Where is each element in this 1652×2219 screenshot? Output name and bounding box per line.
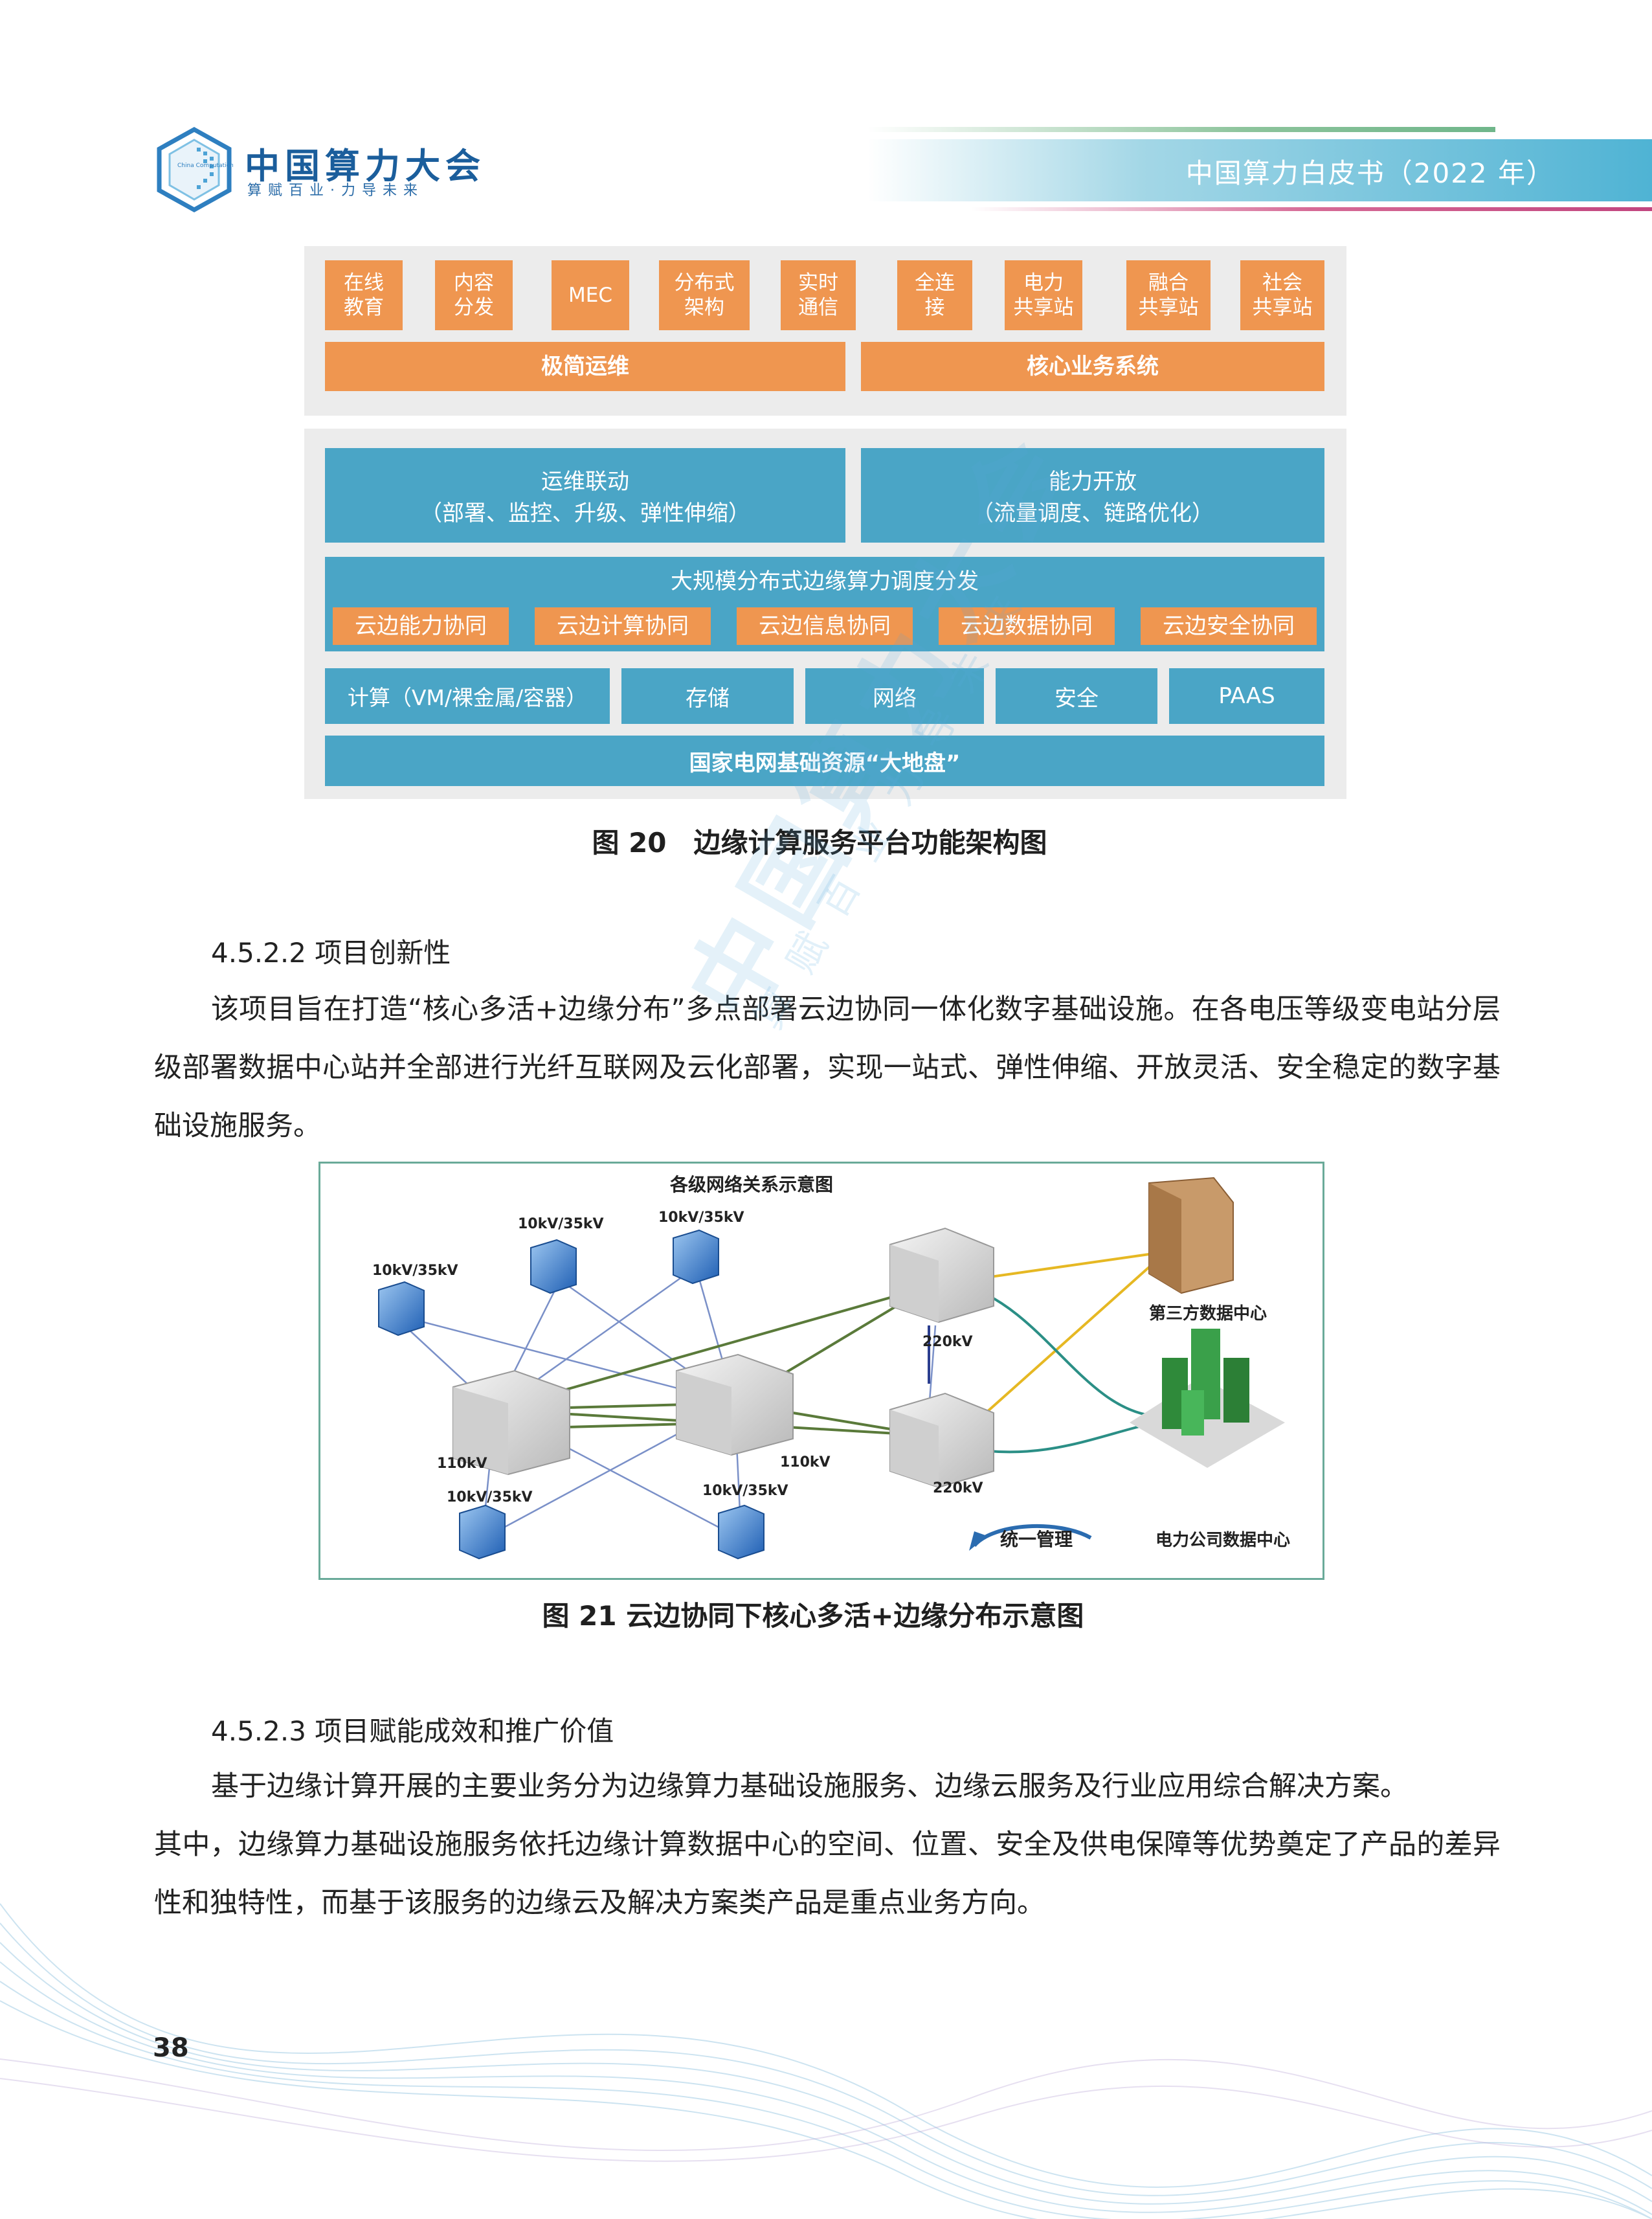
core-business-bar: 核心业务系统 (861, 342, 1324, 391)
collab-box-2: 云边计算协同 (535, 607, 711, 645)
label-10kv-c: 10kV/35kV (658, 1210, 744, 1226)
ops-linkage-detail: （部署、监控、升级、弹性伸缩） (420, 501, 750, 526)
figure21-caption: 图 21 云边协同下核心多活+边缘分布示意图 (542, 1600, 1084, 1632)
app-box-7: 电力 共享站 (1005, 260, 1082, 330)
substation-icon-b (530, 1239, 577, 1294)
server-building-220kv-bottom (889, 1392, 994, 1489)
header-accent-line (867, 127, 1495, 132)
label-110kv-b: 110kV (780, 1454, 831, 1470)
diagram-title: 各级网络关系示意图 (669, 1174, 833, 1195)
unified-management-arrowhead-icon (969, 1531, 987, 1551)
conference-logo-icon: China Computational Power Conference (157, 127, 233, 212)
label-220kv-b: 220kV (933, 1480, 983, 1496)
resource-box-5: PAAS (1169, 668, 1324, 724)
label-10kv-b: 10kV/35kV (518, 1216, 604, 1232)
logo-subtitle: 算赋百业·力导未来 (247, 183, 424, 199)
decorative-wave-icon (0, 1903, 1652, 2219)
section-4523-paragraph-2: 其中，边缘算力基础设施服务依托边缘计算数据中心的空间、位置、安全及供电保障等优势… (154, 1829, 1501, 1919)
substation-icon-a (378, 1281, 425, 1336)
capability-open-detail: （流量调度、链路优化） (972, 501, 1214, 526)
capability-open-box: 能力开放 （流量调度、链路优化） (861, 448, 1324, 543)
collab-box-5: 云边安全协同 (1141, 607, 1317, 645)
label-unified-management: 统一管理 (1000, 1529, 1073, 1550)
app-box-2: 内容 分发 (435, 260, 513, 330)
ops-bar: 极简运维 (325, 342, 845, 391)
third-party-links (966, 1253, 1150, 1430)
document-title: 中国算力白皮书（2022 年） (1185, 157, 1555, 189)
ops-linkage-box: 运维联动 （部署、监控、升级、弹性伸缩） (325, 448, 845, 543)
resource-box-4: 安全 (996, 668, 1157, 724)
header-accent-line-pink (971, 207, 1652, 211)
figure20-caption: 图 20 边缘计算服务平台功能架构图 (592, 827, 1047, 859)
substation-icon-c (673, 1229, 719, 1285)
page-number: 38 (153, 2033, 189, 2063)
section-4523-paragraph-1: 基于边缘计算开展的主要业务分为边缘算力基础设施服务、边缘云服务及行业应用综合解决… (211, 1770, 1408, 1803)
substation-icon-d (459, 1504, 506, 1560)
section-4522-heading: 4.5.2.2 项目创新性 (211, 937, 451, 969)
resource-box-1: 计算（VM/裸金属/容器） (325, 668, 610, 724)
app-box-1: 在线 教育 (325, 260, 403, 330)
app-box-9: 社会 共享站 (1240, 260, 1324, 330)
app-box-5: 实时 通信 (781, 260, 856, 330)
network-diagram-svg: 各级网络关系示意图 10kV/35kV 10kV/35kV 10kV/35kV … (372, 1174, 1290, 1560)
power-dc-green-buildings-icon (1130, 1329, 1285, 1468)
server-building-110kv-center (676, 1353, 794, 1456)
section-4523-heading: 4.5.2.3 项目赋能成效和推广价值 (211, 1715, 614, 1747)
header-band (867, 139, 1652, 201)
label-10kv-d: 10kV/35kV (447, 1489, 533, 1505)
app-box-4: 分布式 架构 (659, 260, 750, 330)
label-10kv-e: 10kV/35kV (702, 1483, 788, 1499)
substation-icon-e (718, 1504, 765, 1560)
resource-box-2: 存储 (621, 668, 794, 724)
section-4522-paragraph: 该项目旨在打造“核心多活+边缘分布”多点部署云边协同一体化数字基础设施。在各电压… (154, 993, 1501, 1142)
app-box-6: 全连 接 (897, 260, 972, 330)
logo-small-text: China Computational Power Conference (177, 163, 233, 169)
dispatch-title: 大规模分布式边缘算力调度分发 (671, 569, 979, 594)
network-diagram: 各级网络关系示意图 10kV/35kV 10kV/35kV 10kV/35kV … (318, 1162, 1324, 1580)
logo-title: 中国算力大会 (245, 146, 486, 186)
ops-linkage-title: 运维联动 (541, 469, 629, 495)
server-building-220kv-top (889, 1227, 994, 1324)
label-10kv-a: 10kV/35kV (372, 1263, 458, 1279)
label-third-party-dc: 第三方数据中心 (1149, 1303, 1267, 1324)
collab-box-3: 云边信息协同 (737, 607, 913, 645)
app-box-8: 融合 共享站 (1126, 260, 1211, 330)
third-party-dc-building-icon (1148, 1177, 1234, 1294)
power-dc-links (967, 1285, 1156, 1454)
collab-box-1: 云边能力协同 (333, 607, 509, 645)
server-building-110kv-left (452, 1369, 570, 1476)
label-power-dc: 电力公司数据中心 (1155, 1531, 1290, 1550)
label-110kv-a: 110kV (437, 1456, 487, 1472)
label-220kv-a: 220kV (922, 1334, 973, 1350)
foundation-bar: 国家电网基础资源“大地盘” (325, 736, 1324, 786)
app-box-3: MEC (552, 260, 629, 330)
collab-box-4: 云边数据协同 (939, 607, 1115, 645)
resource-box-3: 网络 (805, 668, 984, 724)
capability-open-title: 能力开放 (1049, 469, 1137, 495)
